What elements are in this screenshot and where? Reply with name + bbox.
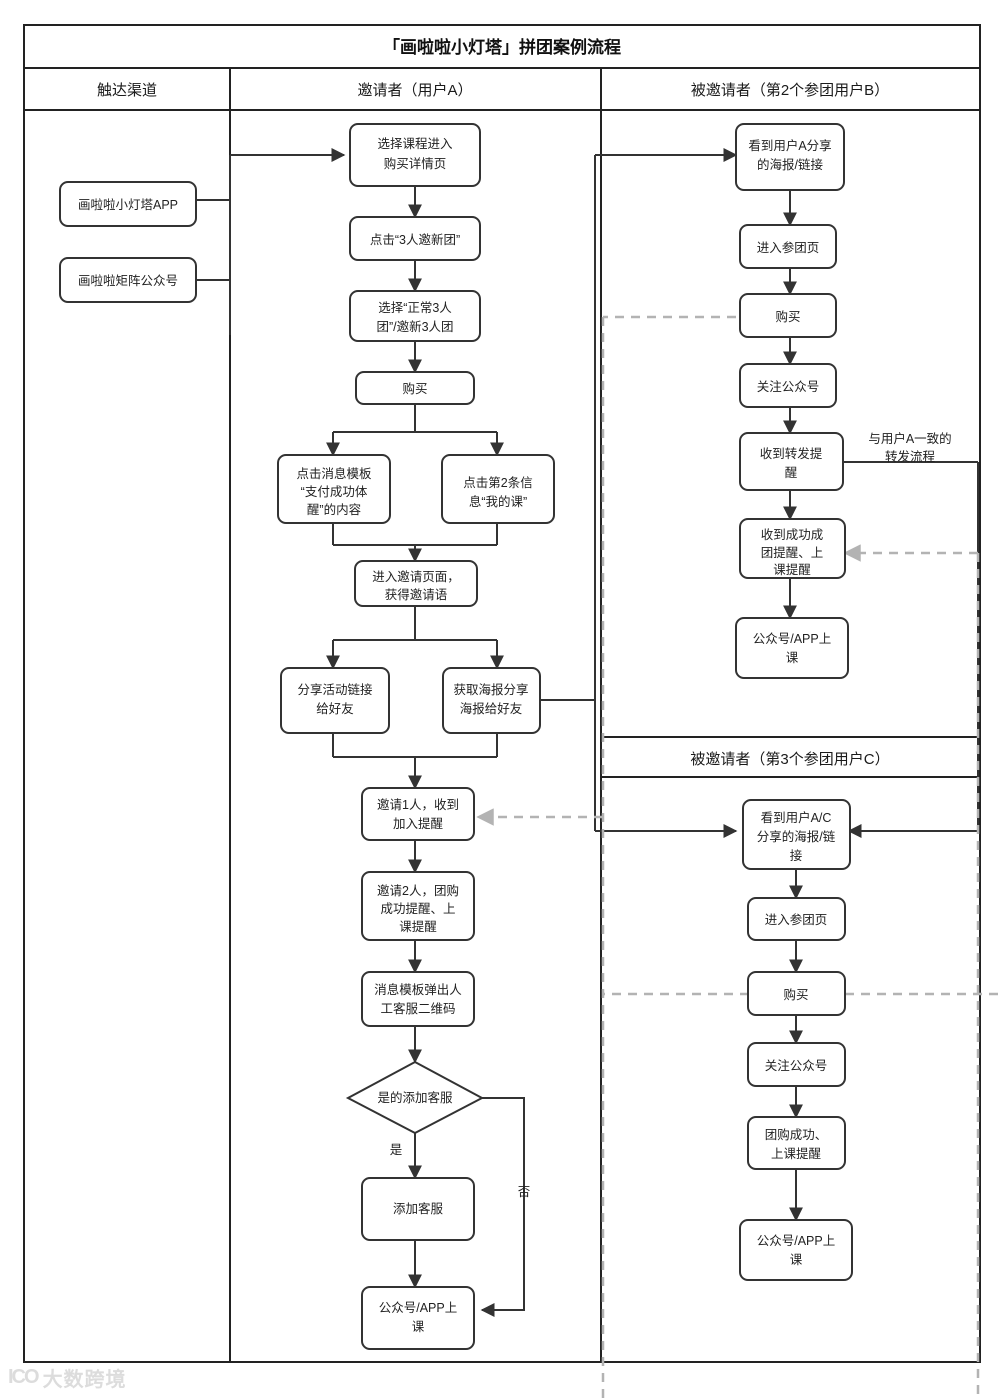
node-a-click-template-paysuccess[interactable]: 点击消息模板 “支付成功体 醒”的内容	[277, 454, 391, 524]
node-a-click-invite-group[interactable]: 点击“3人邀新团”	[349, 216, 481, 261]
node-label-line1: 选择课程进入	[377, 136, 453, 151]
node-a-purchase[interactable]: 购买	[355, 371, 475, 405]
node-label-line1: 收到转发提	[760, 446, 823, 461]
node-label-line1: 团购成功、	[765, 1127, 828, 1142]
watermark: ICO 大数跨境	[8, 1363, 127, 1392]
node-label-line2: 课	[786, 651, 799, 665]
node-b-purchase[interactable]: 购买	[739, 293, 837, 338]
node-label: 画啦啦矩阵公众号	[78, 273, 178, 288]
node-b-forward-reminder[interactable]: 收到转发提 醒	[739, 432, 844, 491]
node-channel-app[interactable]: 画啦啦小灯塔APP	[59, 181, 197, 227]
node-label-line1: 公众号/APP上	[757, 1234, 836, 1248]
node-label-line1: 公众号/APP上	[379, 1301, 458, 1315]
node-c-group-success[interactable]: 团购成功、 上课提醒	[747, 1116, 846, 1170]
node-a-invited-one[interactable]: 邀请1人，收到 加入提醒	[361, 787, 475, 841]
node-label: 购买	[775, 309, 800, 324]
watermark-logo-icon: ICO	[8, 1366, 40, 1388]
node-label-line2: 团提醒、上	[761, 545, 824, 560]
node-a-click-second-message[interactable]: 点击第2条信 息“我的课”	[441, 454, 555, 524]
node-label-line2: 课	[790, 1253, 803, 1267]
note-same-flow-line2: 转发流程	[885, 449, 936, 464]
node-label: 画啦啦小灯塔APP	[78, 197, 178, 212]
node-label-line1: 看到用户A分享	[748, 138, 831, 153]
node-label-line2: 课	[412, 1320, 425, 1334]
node-label-line2: 成功提醒、上	[380, 901, 455, 916]
node-label-line2: 获得邀请语	[385, 587, 448, 602]
node-c-purchase[interactable]: 购买	[747, 971, 846, 1016]
node-b-see-share[interactable]: 看到用户A分享 的海报/链接	[735, 123, 845, 191]
node-a-add-service[interactable]: 添加客服	[361, 1177, 475, 1241]
node-label-line1: 分享活动链接	[297, 682, 373, 697]
node-label-line3: 课提醒	[773, 562, 811, 577]
node-label: 关注公众号	[757, 379, 820, 394]
node-label-line3: 醒”的内容	[307, 502, 361, 517]
node-a-decision-add-service[interactable]: 是的添加客服	[345, 1060, 485, 1135]
lane-frame	[23, 24, 981, 1363]
node-a-service-qrcode[interactable]: 消息模板弹出人 工客服二维码	[361, 971, 475, 1027]
lane-title-channel: 触达渠道	[97, 82, 157, 99]
node-label-line2: 工客服二维码	[380, 1001, 455, 1016]
node-label-line1: 收到成功成	[761, 528, 824, 542]
node-label-line1: 选择“正常3人	[378, 301, 452, 315]
node-label-line2: “支付成功体	[301, 485, 368, 499]
node-a-invite-page[interactable]: 进入邀请页面， 获得邀请语	[354, 560, 478, 607]
node-a-attend-class[interactable]: 公众号/APP上 课	[361, 1286, 475, 1350]
edge-label-yes: 是	[390, 1143, 403, 1157]
edge-label-no: 否	[518, 1185, 531, 1199]
node-b-attend-class[interactable]: 公众号/APP上 课	[735, 617, 849, 679]
node-label-line1: 看到用户A/C	[761, 810, 832, 825]
node-label-line2: 分享的海报/链	[757, 829, 836, 844]
node-a-choose-group-type[interactable]: 选择“正常3人 团”/邀新3人团	[349, 290, 481, 342]
node-label-line1: 公众号/APP上	[753, 632, 832, 646]
node-c-group-page[interactable]: 进入参团页	[747, 897, 846, 941]
node-label-line3: 课提醒	[399, 919, 437, 934]
node-a-share-link[interactable]: 分享活动链接 给好友	[280, 667, 390, 734]
node-label-line2: 的海报/链接	[757, 157, 823, 172]
connectors	[196, 148, 979, 1317]
node-label-line3: 接	[790, 848, 803, 863]
node-label-line2: 醒	[785, 466, 798, 480]
node-label: 进入参团页	[765, 912, 828, 927]
node-label-line2: 给好友	[316, 702, 354, 716]
node-a-select-course[interactable]: 选择课程进入 购买详情页	[349, 123, 481, 187]
node-a-share-poster[interactable]: 获取海报分享 海报给好友	[442, 667, 541, 734]
node-label-line1: 点击第2条信	[463, 476, 532, 490]
node-label-line2: 息“我的课”	[469, 494, 527, 509]
node-label: 购买	[783, 987, 808, 1002]
node-label-line1: 邀请1人，收到	[377, 797, 459, 812]
node-label-line1: 获取海报分享	[453, 682, 528, 697]
node-label: 添加客服	[393, 1201, 444, 1216]
lane-title-invitee-b: 被邀请者（第2个参团用户B）	[691, 81, 889, 99]
node-label-line1: 消息模板弹出人	[374, 982, 462, 997]
note-same-flow-line1: 与用户A一致的	[868, 431, 951, 446]
node-b-group-page[interactable]: 进入参团页	[739, 224, 837, 269]
lane-title-invitee-c: 被邀请者（第3个参团用户C）	[690, 750, 889, 768]
node-label: 进入参团页	[757, 240, 820, 255]
dashed-connectors	[476, 315, 1004, 1398]
node-label: 关注公众号	[765, 1058, 828, 1073]
node-channel-official-account[interactable]: 画啦啦矩阵公众号	[59, 257, 197, 303]
node-c-attend-class[interactable]: 公众号/APP上 课	[739, 1219, 853, 1281]
node-b-group-success-reminder[interactable]: 收到成功成 团提醒、上 课提醒	[739, 518, 846, 579]
page-title: 「画啦啦小灯塔」拼团案例流程	[383, 37, 621, 57]
node-label-line2: 上课提醒	[771, 1146, 822, 1161]
node-a-invited-two[interactable]: 邀请2人，团购 成功提醒、上 课提醒	[361, 871, 475, 941]
node-label-line2: 团”/邀新3人团	[376, 319, 453, 334]
watermark-text: 大数跨境	[42, 1369, 127, 1391]
node-c-see-share[interactable]: 看到用户A/C 分享的海报/链 接	[742, 799, 851, 870]
node-b-follow-account[interactable]: 关注公众号	[739, 363, 837, 408]
node-label-line1: 邀请2人，团购	[377, 883, 459, 898]
node-label: 点击“3人邀新团”	[370, 232, 460, 247]
node-label-line1: 点击消息模板	[296, 466, 372, 481]
node-label: 是的添加客服	[377, 1090, 453, 1105]
node-label-line2: 海报给好友	[460, 701, 523, 716]
lane-title-inviter: 邀请者（用户A）	[357, 82, 472, 99]
node-label-line2: 购买详情页	[384, 156, 447, 171]
node-label: 购买	[402, 381, 427, 396]
node-label-line2: 加入提醒	[393, 816, 444, 831]
node-c-follow-account[interactable]: 关注公众号	[747, 1042, 846, 1087]
node-label-line1: 进入邀请页面，	[372, 569, 460, 584]
